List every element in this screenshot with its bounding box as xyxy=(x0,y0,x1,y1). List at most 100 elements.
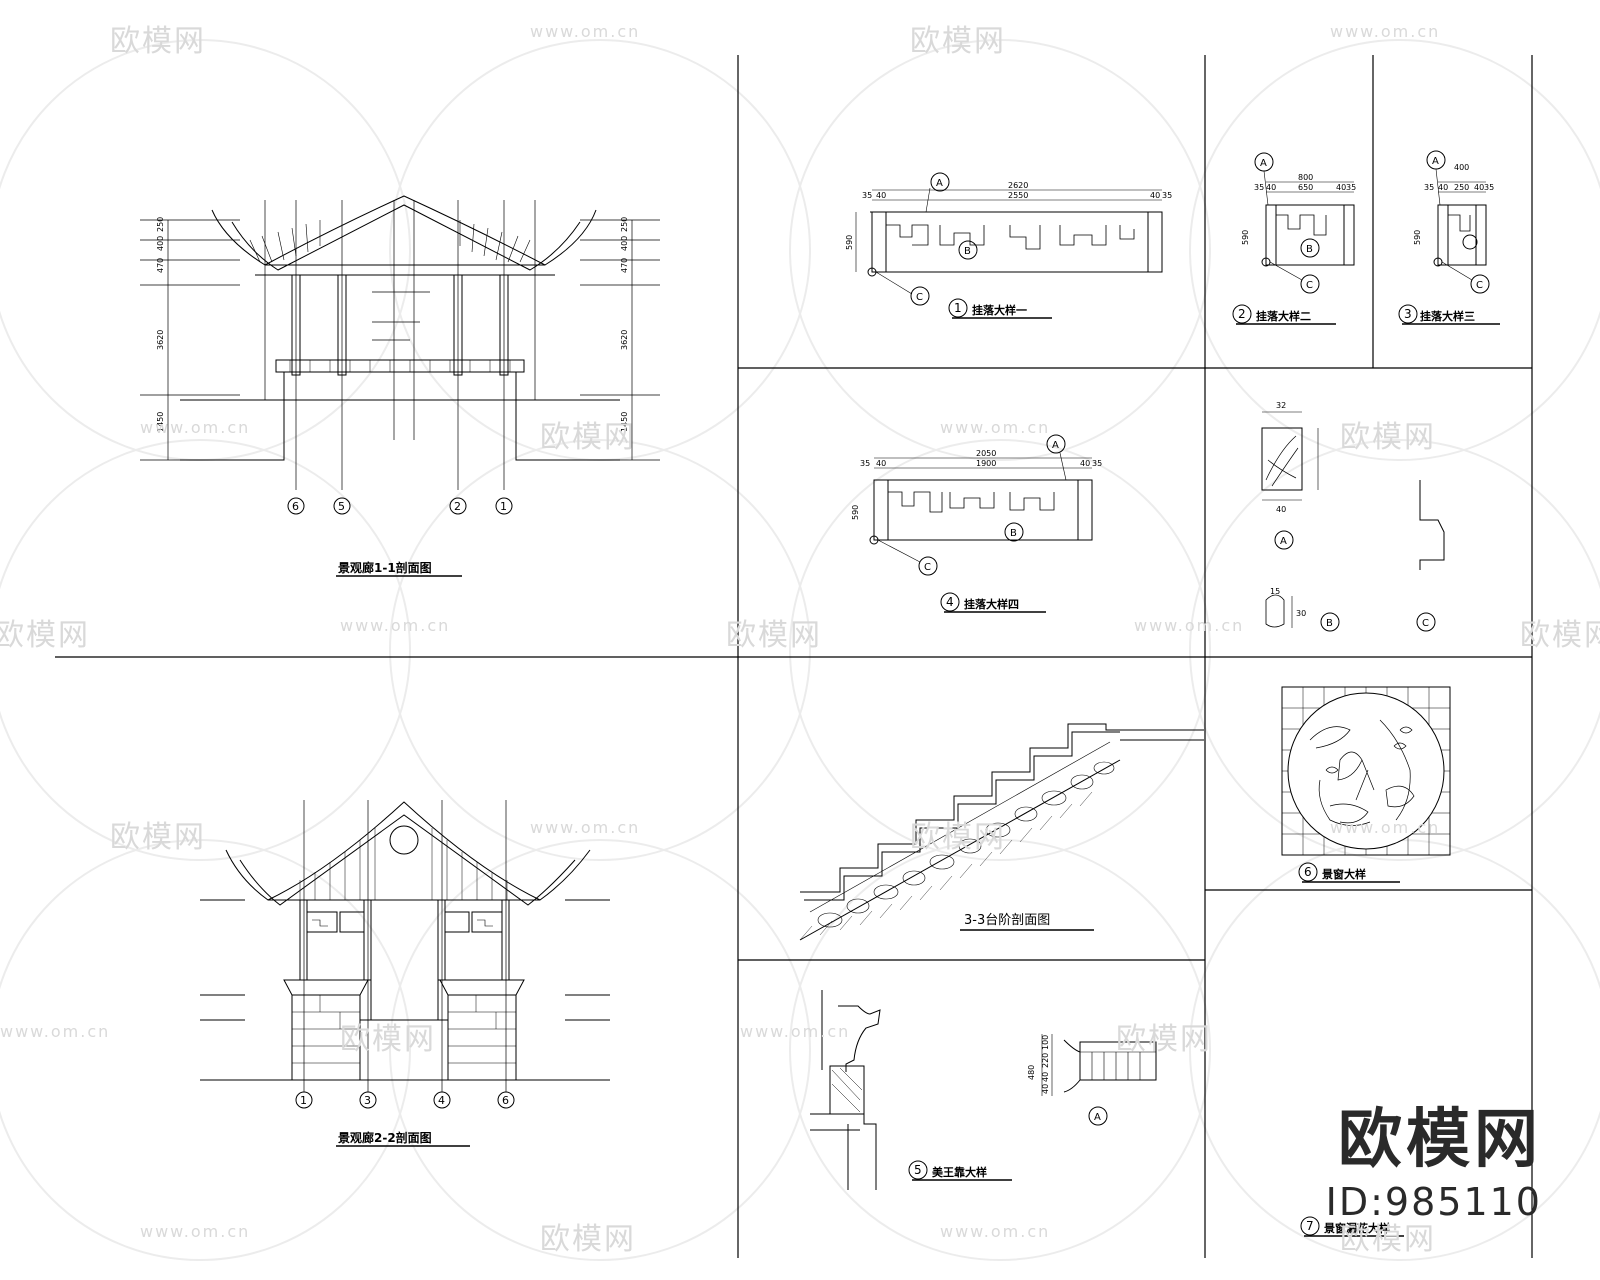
detail-3-top-dim: 400 xyxy=(1454,163,1469,172)
detail-5-drawing xyxy=(810,990,1157,1190)
detail-4-mid-dim: 1900 xyxy=(976,459,996,468)
section-1-1-caption: 景观廊1-1剖面图 xyxy=(338,560,432,575)
detail-4-drawing xyxy=(869,434,1093,613)
detail-3-side-dim: 40 xyxy=(1474,183,1484,192)
section-2-2-text: 1 3 4 6 景观廊2-2剖面图 xyxy=(300,1094,509,1145)
detail-5-number: 5 xyxy=(914,1163,922,1177)
section-1-1-drawing xyxy=(140,195,660,577)
detail-4-text: 2050 1900 35 40 40 35 590 A B C 4 挂落大样四 xyxy=(851,440,1102,611)
detail-2-mid-dim: 650 xyxy=(1298,183,1313,192)
detail-1-caption: 挂落大样一 xyxy=(972,303,1027,317)
detail-2-height: 590 xyxy=(1241,230,1250,245)
detail-7-number: 7 xyxy=(1306,1219,1314,1233)
detail-b-dim: 30 xyxy=(1296,609,1306,618)
detail-1-side-dim: 35 xyxy=(862,191,872,200)
watermark-url: www.om.cn xyxy=(1330,818,1441,837)
detail-1-callout-b: B xyxy=(964,246,971,257)
detail-2-side-dim: 35 xyxy=(1346,183,1356,192)
detail-2-callout-c: C xyxy=(1306,280,1313,291)
dim-right-2: 3620 xyxy=(620,330,629,350)
detail-1-drawing xyxy=(855,172,1163,319)
detail-6-text: 6 景窗大样 xyxy=(1304,865,1366,881)
detail-b-callout: B xyxy=(1326,618,1333,629)
watermark-logo: 欧模网 xyxy=(110,820,206,855)
detail-1-text: 2620 2550 35 40 40 35 590 A B C 1 挂落大样一 xyxy=(845,178,1172,317)
detail-5-dim: 100 xyxy=(1041,1035,1050,1050)
detail-3-callout-a: A xyxy=(1432,156,1439,167)
detail-1-number: 1 xyxy=(954,301,962,315)
detail-4-side-dim: 35 xyxy=(1092,459,1102,468)
detail-2-caption: 挂落大样二 xyxy=(1256,309,1311,323)
watermark-logo: 欧模网 xyxy=(910,24,1006,59)
watermark-logo: 欧模网 xyxy=(340,1022,436,1057)
brand-logo: 欧模网 xyxy=(1338,1103,1542,1177)
detail-3-side-dim: 35 xyxy=(1484,183,1494,192)
watermark-logo: 欧模网 xyxy=(540,1222,636,1257)
panel-frame xyxy=(55,55,1533,1258)
detail-4-callout-c: C xyxy=(924,562,931,573)
detail-4-top-dim: 2050 xyxy=(976,449,996,458)
stairs-text: 3-3台阶剖面图 xyxy=(964,913,1050,928)
brand-block: 欧模网 ID:985110 xyxy=(1326,1108,1542,1224)
watermark-logo: 欧模网 xyxy=(1116,1022,1212,1057)
detail-2-side-dim: 40 xyxy=(1266,183,1276,192)
watermark-url: www.om.cn xyxy=(140,1222,251,1241)
watermark-logo: 欧模网 xyxy=(1340,1222,1436,1257)
detail-4-height: 590 xyxy=(851,505,860,520)
stairs-drawing xyxy=(799,723,1204,941)
detail-2-text: 800 650 35 40 40 35 590 A B C 2 挂落大样二 xyxy=(1238,158,1356,323)
dim-left-3: 470 xyxy=(156,258,165,273)
section-2-2-drawing xyxy=(200,800,610,1147)
detail-2-callout-b: B xyxy=(1306,244,1313,255)
axis-label: 2 xyxy=(454,500,461,513)
detail-5-dim: 40 xyxy=(1041,1072,1050,1082)
watermark-logo: 欧模网 xyxy=(1520,618,1600,653)
detail-7-drawing xyxy=(1300,1216,1404,1237)
dim-right-4: 400 xyxy=(620,236,629,251)
detail-4-side-dim: 35 xyxy=(860,459,870,468)
brand-id: ID:985110 xyxy=(1325,1180,1542,1224)
detail-1-side-dim: 40 xyxy=(876,191,886,200)
watermark-url: www.om.cn xyxy=(740,1022,851,1041)
watermark-url: www.om.cn xyxy=(940,418,1051,437)
watermark-url: www.om.cn xyxy=(0,1022,111,1041)
detail-3-number: 3 xyxy=(1404,307,1412,321)
stairs-caption: 3-3台阶剖面图 xyxy=(964,913,1050,928)
detail-7-text: 7 景窗漏花大样 xyxy=(1306,1219,1390,1235)
detail-5-dim: 40 xyxy=(1041,1084,1050,1094)
detail-6-caption: 景窗大样 xyxy=(1321,867,1366,881)
detail-abc-drawing xyxy=(1261,411,1445,632)
detail-1-callout-a: A xyxy=(936,178,943,189)
detail-4-callout-a: A xyxy=(1052,440,1059,451)
detail-1-side-dim: 35 xyxy=(1162,191,1172,200)
detail-5-caption: 美王靠大样 xyxy=(932,1165,987,1179)
detail-3-side-dim: 35 xyxy=(1424,183,1434,192)
detail-a-width: 32 xyxy=(1276,401,1286,410)
detail-b-dim: 15 xyxy=(1270,587,1280,596)
axis-label: 6 xyxy=(292,500,299,513)
detail-4-caption: 挂落大样四 xyxy=(964,597,1019,611)
dim-left-2: 3620 xyxy=(156,330,165,350)
detail-6-number: 6 xyxy=(1304,865,1312,879)
detail-4-callout-b: B xyxy=(1010,528,1017,539)
detail-3-mid-dim: 250 xyxy=(1454,183,1469,192)
section-2-2-caption: 景观廊2-2剖面图 xyxy=(338,1130,432,1145)
detail-c-callout: C xyxy=(1422,618,1429,629)
detail-5-text: 480 40 40 220 100 A 5 美王靠大样 xyxy=(914,1035,1101,1179)
dim-right-5: 250 xyxy=(620,217,629,232)
detail-5-dim: 480 xyxy=(1027,1065,1036,1080)
watermark-logo: 欧模网 xyxy=(726,618,822,653)
dim-left-1: 1450 xyxy=(156,412,165,432)
detail-a-height: 40 xyxy=(1276,505,1286,514)
detail-1-side-dim: 40 xyxy=(1150,191,1160,200)
detail-1-height: 590 xyxy=(845,235,854,250)
detail-1-mid-dim: 2550 xyxy=(1008,191,1028,200)
dim-left-4: 400 xyxy=(156,236,165,251)
detail-2-drawing xyxy=(1232,152,1355,325)
watermark-logo: 欧模网 xyxy=(0,618,90,653)
detail-abc-text: 32 40 15 30 A B C xyxy=(1270,401,1429,629)
detail-5-callout: A xyxy=(1094,1112,1101,1123)
detail-7-caption: 景窗漏花大样 xyxy=(1323,1221,1390,1235)
axis-label: 4 xyxy=(438,1094,445,1107)
